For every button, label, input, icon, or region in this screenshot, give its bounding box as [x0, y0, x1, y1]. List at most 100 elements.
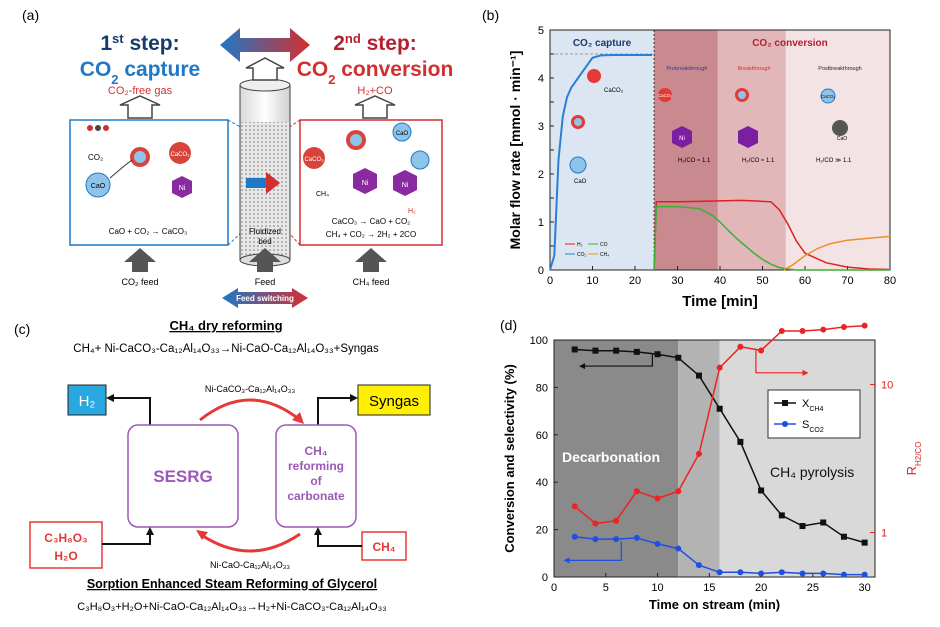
up-arrow-left — [119, 95, 161, 119]
label-ni-r2: Ni — [402, 182, 409, 189]
legend-x-ch4: XCH4 — [802, 398, 823, 413]
series-line-b-0 — [549, 54, 652, 271]
point-d-0-10 — [778, 512, 785, 519]
label-ni-r1: Ni — [362, 180, 369, 187]
panel-d-legend: XCH4 SCO2 — [767, 389, 861, 439]
point-d-2-8 — [737, 343, 744, 350]
cycle-arrow-top-label: Ni-CaCO₃-Ca₁₂Al₁₄O₃₃ — [205, 384, 296, 394]
panel-a-label: (a) — [22, 7, 39, 23]
point-d-2-0 — [571, 503, 578, 510]
point-d-0-7 — [716, 405, 723, 412]
point-d-2-13 — [840, 323, 847, 330]
point-d-2-4 — [654, 495, 661, 502]
d-x-tick-label-0: 0 — [551, 582, 557, 594]
conversion-equation-1: CaCO₃ → CaO + CO₂ — [332, 217, 411, 226]
cycle-arrow-bottom — [199, 532, 301, 553]
point-d-1-3 — [633, 534, 640, 541]
region-decarbonation: Decarbonation — [562, 449, 660, 465]
y-axis-title: Molar flow rate [mmol · min⁻¹] — [507, 51, 523, 250]
point-d-0-6 — [695, 372, 702, 379]
point-d-2-3 — [633, 488, 640, 495]
arrow-r-axis — [755, 350, 803, 374]
ratio-pre: H₂/CO ≈ 1.1 — [678, 158, 711, 164]
point-d-1-12 — [820, 570, 827, 577]
plot-frame-d — [553, 339, 876, 578]
h2-label: H₂ — [79, 393, 96, 410]
d-x-axis-title: Time on stream (min) — [649, 597, 780, 612]
x-tick-label-1: 10 — [586, 275, 598, 287]
x-tick-label-8: 80 — [884, 275, 896, 287]
subphase-pre: Prebreakthrough — [667, 66, 708, 72]
co2-feed-arrow — [124, 248, 156, 272]
output-h2-co: H₂+CO — [357, 85, 393, 97]
point-d-0-8 — [737, 438, 744, 445]
arrow-x-axis — [585, 354, 653, 367]
cycle-arrow-top — [199, 398, 301, 422]
d-x-tick-label-1: 5 — [603, 582, 609, 594]
point-d-1-8 — [737, 569, 744, 576]
feed-label: Feed — [255, 277, 276, 287]
x-tick-label-6: 60 — [799, 275, 811, 287]
point-d-1-0 — [571, 533, 578, 540]
legend-co2: CO₂ — [577, 252, 587, 258]
d-y-tick-label-3: 60 — [536, 430, 548, 442]
glycerol-label-1: C₃H₈O₃ — [44, 531, 87, 545]
arrow-s-axis — [569, 541, 622, 562]
point-d-2-7 — [716, 364, 723, 371]
d-y2-tick-label-1: 10 — [881, 380, 893, 392]
label-co2: CO₂ — [88, 153, 103, 162]
step1-title: 1st step: — [100, 31, 179, 56]
inset-caco3-1: CaCO₃ — [604, 88, 624, 94]
y-tick-label-6: 3 — [538, 121, 544, 133]
capture-equation: CaO + CO₂ → CaCO₃ — [109, 227, 188, 236]
point-d-2-6 — [695, 450, 702, 457]
point-d-1-11 — [799, 570, 806, 577]
bed-label-1: Fluidized — [249, 227, 281, 236]
h2-box — [67, 384, 107, 416]
x-tick-label-3: 30 — [671, 275, 683, 287]
shade-postbreakthrough — [785, 30, 890, 270]
point-d-2-9 — [758, 347, 765, 354]
inset-cao-1: CaO — [574, 179, 587, 185]
point-d-2-5 — [675, 488, 682, 495]
series-line-b-1 — [653, 199, 891, 271]
d-x-tick-label-5: 25 — [807, 582, 819, 594]
phase-capture-title: CO₂ capture — [573, 38, 632, 49]
label-cao-r: CaO — [396, 131, 409, 137]
glycerol-title: Sorption Enhanced Steam Reforming of Gly… — [87, 577, 377, 591]
point-d-1-14 — [861, 571, 868, 578]
label-cao: CaO — [91, 183, 106, 190]
glycerol-label-2: H₂O — [54, 549, 77, 563]
d-y-tick-label-0: 0 — [542, 572, 548, 584]
x-tick-label-2: 20 — [629, 275, 641, 287]
panel-b-insets: CaCO₃ CaO CaCO₃ Ni CaCO₃ CaO H₂/CO ≈ 1.1… — [569, 69, 852, 185]
legend-s-co2: SCO2 — [802, 419, 824, 434]
feed-arrow — [249, 248, 281, 272]
conversion-box-art: CaCO₃ CaO Ni Ni CH₄ H₂ — [303, 122, 430, 215]
point-d-1-7 — [716, 569, 723, 576]
shade-capture — [550, 30, 655, 270]
arrowhead-s-axis — [563, 557, 570, 564]
d-y2-tick-label-0: 1 — [881, 527, 887, 539]
point-d-2-11 — [799, 328, 806, 335]
sesrg-label: SESRG — [153, 467, 213, 486]
y-tick-label-4: 2 — [538, 169, 544, 181]
series-line-b-3 — [783, 235, 891, 271]
d-y2-axis-title: RH2/CO — [904, 442, 923, 476]
inset-ni: Ni — [679, 136, 685, 142]
ch4-feed-label: CH₄ feed — [353, 277, 390, 287]
inset-caco3-3: CaCO₃ — [821, 94, 836, 99]
dry-reforming-title: CH₄ dry reforming — [169, 318, 282, 333]
point-d-2-1 — [592, 520, 599, 527]
reform-line3: of — [310, 474, 322, 488]
ch4-label: CH₄ — [372, 540, 395, 554]
feed-switching-arrow — [222, 288, 308, 308]
fluidized-bed-reactor — [239, 57, 291, 267]
point-d-2-12 — [820, 326, 827, 333]
d-x-tick-label-2: 10 — [651, 582, 663, 594]
shade-region-1 — [678, 340, 720, 577]
bed-label-2: bed — [258, 237, 271, 246]
